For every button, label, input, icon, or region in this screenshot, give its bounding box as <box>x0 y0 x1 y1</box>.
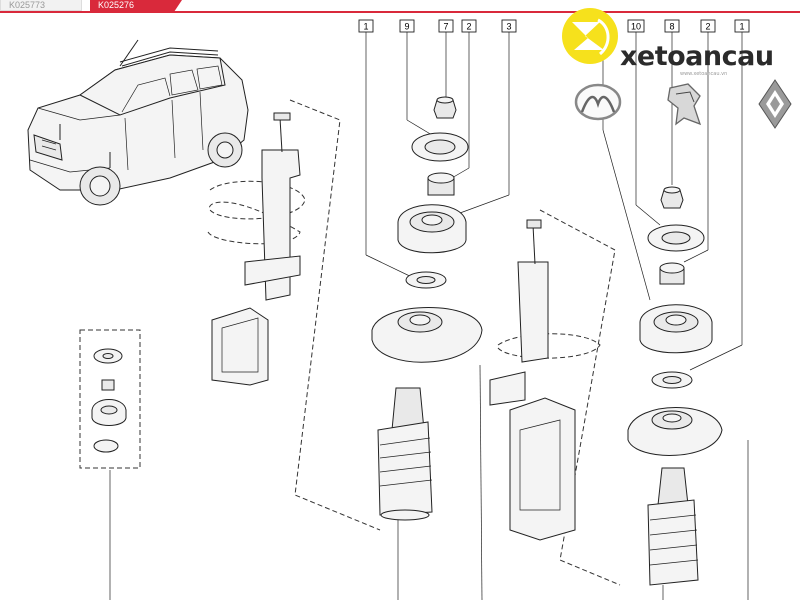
spring-seat-right <box>627 407 723 456</box>
callout-2-right[interactable]: 2 <box>700 19 716 33</box>
strut-assembly-left <box>207 99 381 531</box>
callout-label: 9 <box>404 22 409 32</box>
bushing-part-2-right <box>659 262 685 285</box>
tab-underline <box>0 11 800 13</box>
strut-mount-part-3 <box>397 204 467 254</box>
spring-seat-left <box>371 307 483 363</box>
mazda-logo <box>574 83 622 121</box>
callout-9[interactable]: 9 <box>399 19 415 33</box>
repair-kit-box <box>79 329 141 600</box>
xetoancau-watermark: xetoancau www.xetoancau.vn <box>562 8 774 77</box>
callout-1-left[interactable]: 1 <box>358 19 374 33</box>
callout-10[interactable]: 10 <box>627 19 645 33</box>
nut-part-7 <box>433 96 457 119</box>
callout-3[interactable]: 3 <box>501 19 517 33</box>
peugeot-logo <box>667 83 702 126</box>
callout-label: 8 <box>669 22 674 32</box>
dust-boot-right <box>647 467 699 586</box>
callout-label: 1 <box>363 22 368 32</box>
nut-part-8 <box>660 186 684 209</box>
bearing-ring-part-9 <box>411 132 469 162</box>
tab-previous-part[interactable]: K025773 <box>0 0 82 11</box>
bearing-ring-part-10 <box>647 224 705 252</box>
washer-part-1-right <box>651 371 693 389</box>
callout-label: 2 <box>466 22 471 32</box>
watermark-url-text: www.xetoancau.vn <box>680 71 727 77</box>
callout-label: 7 <box>443 22 448 32</box>
strut-assembly-right <box>489 209 621 586</box>
callout-label: 2 <box>705 22 710 32</box>
vehicle-illustration <box>27 39 249 206</box>
callout-1-right[interactable]: 1 <box>734 19 750 33</box>
watermark-brand-text: xetoancau <box>620 41 774 72</box>
callout-label: 10 <box>631 22 641 32</box>
dust-boot-left <box>377 387 433 521</box>
leader-seat-left <box>479 364 483 600</box>
callout-label: 1 <box>739 22 744 32</box>
bushing-part-2 <box>427 172 455 196</box>
renault-logo <box>758 79 792 129</box>
callout-8[interactable]: 8 <box>664 19 680 33</box>
washer-part-1 <box>405 271 447 289</box>
tab-current-part[interactable]: K025276 <box>90 0 182 11</box>
tab-bar: K025773 K025276 <box>0 0 800 14</box>
xetoancau-logo-icon <box>562 8 618 64</box>
callout-label: 3 <box>506 22 511 32</box>
callout-7[interactable]: 7 <box>438 19 454 33</box>
strut-mount-right <box>639 304 713 354</box>
callout-2-left[interactable]: 2 <box>461 19 477 33</box>
